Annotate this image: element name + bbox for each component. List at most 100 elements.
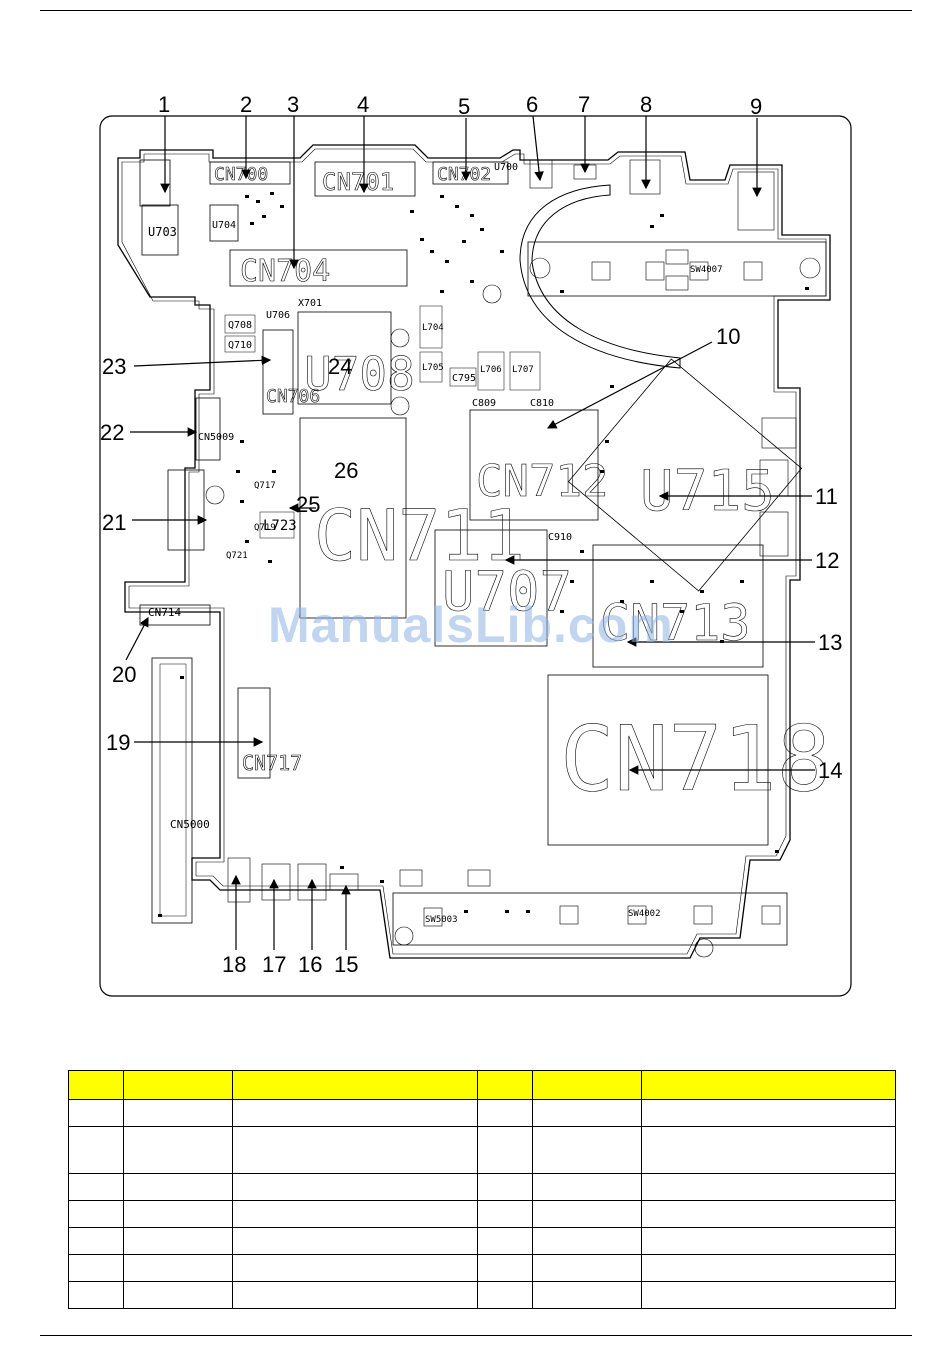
table-row <box>68 1200 896 1228</box>
conn-cn714 <box>139 604 211 626</box>
label-cn700: CN700 <box>214 164 268 185</box>
conn-cn713-side <box>167 469 205 551</box>
label-l706: L706 <box>480 365 502 375</box>
chip-cn713 <box>592 544 764 668</box>
conn-15 <box>329 873 359 891</box>
label-cn701: CN701 <box>322 168 394 196</box>
label-c910: C910 <box>548 532 572 543</box>
conn-cn701 <box>314 161 416 197</box>
label-cn718: CN718 <box>560 707 831 812</box>
label-q710: Q710 <box>228 340 252 351</box>
callout-20: 20 <box>112 662 136 687</box>
table-row <box>68 1099 896 1127</box>
callout-17: 17 <box>262 952 286 977</box>
callout-24: 24 <box>328 354 352 379</box>
label-q721: Q721 <box>226 551 248 561</box>
callout-14: 14 <box>818 758 842 783</box>
callout-10: 10 <box>716 324 740 349</box>
label-cn712: CN712 <box>476 456 608 507</box>
label-l704: L704 <box>422 323 444 333</box>
legend-header-row <box>68 1070 896 1100</box>
label-cn714: CN714 <box>148 606 181 619</box>
label-l723: L723 <box>263 518 297 534</box>
callout-9: 9 <box>750 94 762 119</box>
callout-7: 7 <box>578 92 590 117</box>
chip-cn712 <box>469 409 599 521</box>
callout-12: 12 <box>815 548 839 573</box>
motherboard-diagram: CN704 U708 CN712 U707 CN718 CN717 U715 C… <box>99 92 852 997</box>
diagram-frame <box>99 115 852 997</box>
callout-26: 26 <box>334 458 358 483</box>
label-u706: U706 <box>266 310 290 321</box>
table-row <box>68 1173 896 1201</box>
callout-5: 5 <box>458 94 470 119</box>
table-row <box>68 1254 896 1282</box>
label-sw5003: SW5003 <box>425 915 458 925</box>
legend-table <box>68 1070 896 1309</box>
board-outline <box>117 144 831 959</box>
callout-2: 2 <box>240 92 252 117</box>
button-bar-bottom <box>392 892 788 946</box>
label-u708: U708 <box>304 347 415 401</box>
label-cn702: CN702 <box>437 164 491 185</box>
label-u700: U700 <box>494 162 518 173</box>
label-cn711: CN711 <box>314 495 525 577</box>
slot-cn5000 <box>151 657 193 924</box>
callout-16: 16 <box>298 952 322 977</box>
bottom-rule <box>40 1335 912 1336</box>
table-row <box>68 1281 896 1309</box>
conn-cn702 <box>432 161 509 185</box>
label-cn704: CN704 <box>240 254 330 289</box>
label-sw4002: SW4002 <box>628 909 661 919</box>
callout-25: 25 <box>296 492 320 517</box>
table-row <box>68 1227 896 1255</box>
label-l707: L707 <box>512 365 534 375</box>
callout-11: 11 <box>815 484 838 509</box>
header-cell <box>68 1070 124 1100</box>
chip-u703 <box>141 204 179 256</box>
chip-u707 <box>434 529 548 647</box>
watermark: ManualsLib.com <box>268 597 674 653</box>
label-l705: L705 <box>422 363 444 373</box>
label-c795: C795 <box>452 373 476 384</box>
callout-21: 21 <box>102 510 126 535</box>
label-u703: U703 <box>148 225 177 239</box>
label-q719: Q719 <box>254 523 276 533</box>
conn-18 <box>227 857 251 903</box>
button-bar-top <box>527 241 827 297</box>
label-cn5000: CN5000 <box>170 818 210 831</box>
conn-cn5009 <box>195 397 221 461</box>
callout-18: 18 <box>222 952 246 977</box>
leader-lines <box>125 115 815 950</box>
callout-3: 3 <box>287 92 299 117</box>
chip-cn718 <box>547 674 769 846</box>
callout-23: 23 <box>102 354 126 379</box>
chip-cn717 <box>237 687 271 779</box>
label-q717: Q717 <box>254 481 276 491</box>
chip-u708 <box>297 311 392 405</box>
callout-22: 22 <box>100 420 124 445</box>
label-u704: U704 <box>212 220 236 231</box>
conn-cn706 <box>262 329 294 415</box>
label-q708: Q708 <box>228 320 252 331</box>
header-cell <box>532 1070 642 1100</box>
callout-19: 19 <box>106 730 130 755</box>
callout-13: 13 <box>818 630 842 655</box>
header-cell <box>232 1070 478 1100</box>
curved-slot <box>519 184 681 369</box>
label-sw4007: SW4007 <box>690 265 723 275</box>
chip-u704 <box>209 204 239 242</box>
header-cell <box>477 1070 533 1100</box>
conn-17 <box>261 863 291 901</box>
label-cn717: CN717 <box>242 751 302 775</box>
callout-8: 8 <box>640 92 652 117</box>
callout-1: 1 <box>158 92 170 117</box>
conn-audio-left <box>139 159 171 207</box>
table-row <box>68 1126 896 1174</box>
label-c810: C810 <box>530 398 554 409</box>
callout-4: 4 <box>357 92 369 117</box>
chip-u715 <box>567 358 803 592</box>
label-u715: U715 <box>640 459 775 524</box>
label-c809: C809 <box>472 398 496 409</box>
label-x701: X701 <box>298 298 322 309</box>
